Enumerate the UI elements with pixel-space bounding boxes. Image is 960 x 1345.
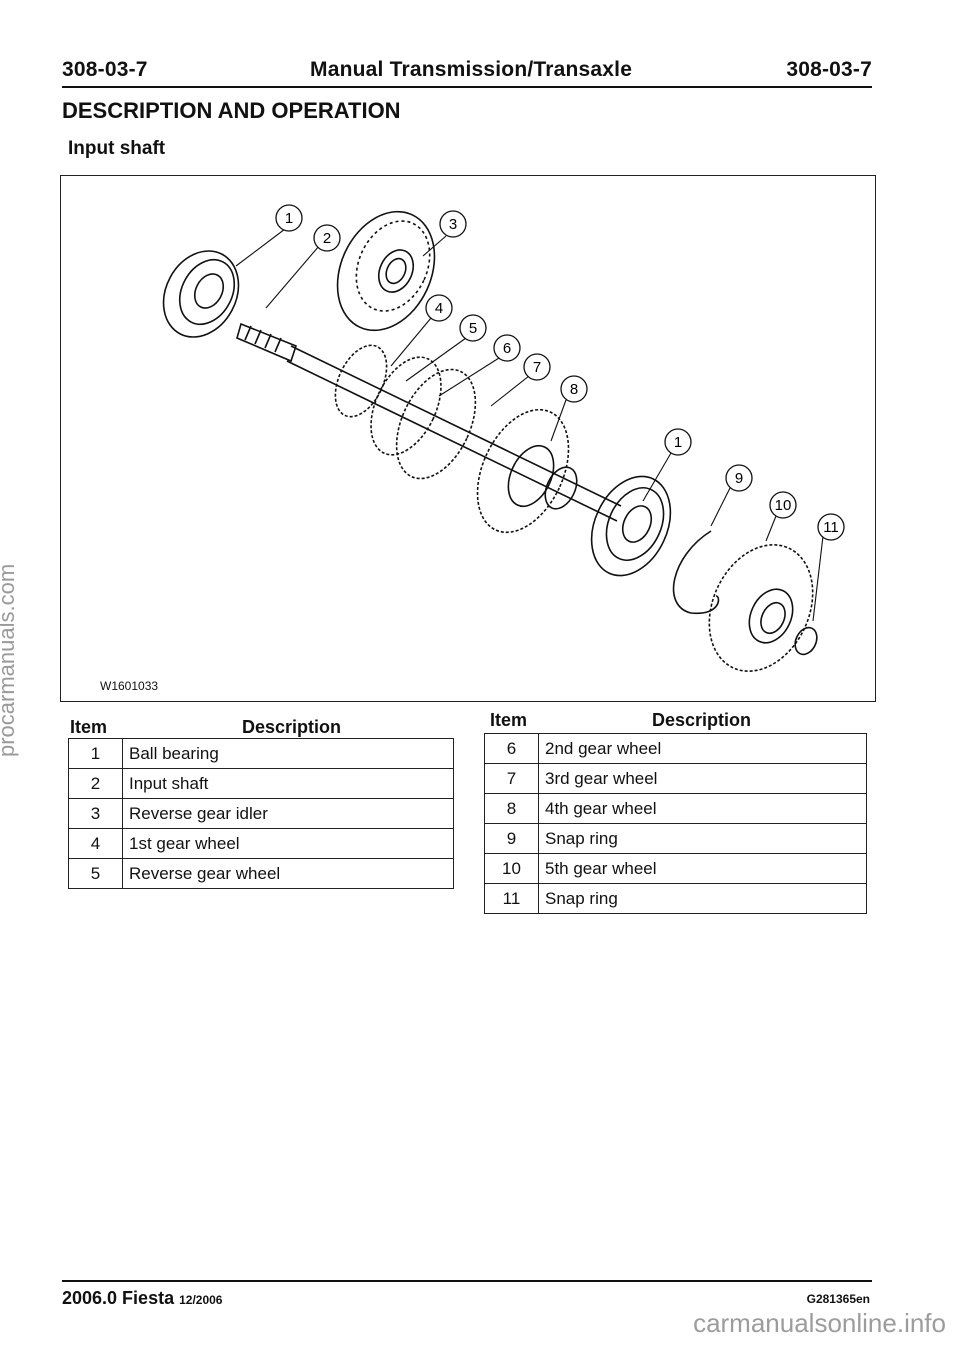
callout-6: 6 xyxy=(493,334,521,362)
callout-4: 4 xyxy=(425,294,453,322)
item-number: 8 xyxy=(484,793,539,824)
callout-9: 9 xyxy=(725,464,753,492)
callout-7: 7 xyxy=(523,353,551,381)
bottom-watermark: carmanualsonline.info xyxy=(693,1308,946,1338)
item-description: Input shaft xyxy=(122,768,454,799)
svg-text:2: 2 xyxy=(323,230,331,247)
reverse-gear-idler-icon xyxy=(336,210,436,332)
svg-text:5: 5 xyxy=(469,320,477,337)
header-rule xyxy=(62,86,872,88)
item-description: 2nd gear wheel xyxy=(538,733,867,764)
footer-model-name: 2006.0 Fiesta xyxy=(62,1288,175,1308)
item-description: Reverse gear wheel xyxy=(122,858,454,889)
item-number: 4 xyxy=(68,828,123,859)
right-item-header: Item xyxy=(490,710,528,730)
snap-ring-9-icon xyxy=(672,530,720,614)
item-number: 11 xyxy=(484,883,539,914)
page-number-right: 308-03-7 xyxy=(786,58,872,81)
item-number: 5 xyxy=(68,858,123,889)
subsection-title: Input shaft xyxy=(68,138,166,159)
item-description: Snap ring xyxy=(538,823,867,854)
svg-text:8: 8 xyxy=(570,381,578,398)
section-title: DESCRIPTION AND OPERATION xyxy=(62,98,401,123)
input-shaft-illustration: 1 2 3 4 5 6 7 8 1 9 10 11 xyxy=(162,204,845,672)
svg-text:1: 1 xyxy=(285,210,293,227)
chapter-title: Manual Transmission/Transaxle xyxy=(310,58,633,81)
callout-1b: 1 xyxy=(664,428,692,456)
callout-3: 3 xyxy=(439,210,467,238)
ball-bearing-left-icon xyxy=(162,250,240,338)
svg-text:6: 6 xyxy=(503,340,511,357)
footer-model: 2006.0 Fiesta 12/2006 xyxy=(62,1288,222,1309)
left-item-header: Item xyxy=(70,717,108,737)
item-description: 3rd gear wheel xyxy=(538,763,867,794)
snap-ring-11-icon xyxy=(794,626,818,656)
callout-labels: 1 2 3 4 5 6 7 8 1 9 10 11 xyxy=(275,204,845,541)
item-number: 3 xyxy=(68,798,123,829)
callout-8: 8 xyxy=(560,375,588,403)
svg-text:1: 1 xyxy=(674,434,682,451)
callout-5: 5 xyxy=(459,314,487,342)
item-number: 9 xyxy=(484,823,539,854)
callout-1a: 1 xyxy=(275,204,303,232)
callout-10: 10 xyxy=(769,491,797,519)
item-description: 1st gear wheel xyxy=(122,828,454,859)
footer-doc-code: G281365en xyxy=(806,1292,870,1306)
item-description: Snap ring xyxy=(538,883,867,914)
gear-cluster-icon xyxy=(334,344,578,534)
item-number: 1 xyxy=(68,738,123,769)
item-number: 6 xyxy=(484,733,539,764)
footer-date: 12/2006 xyxy=(179,1293,223,1307)
item-number: 7 xyxy=(484,763,539,794)
svg-text:10: 10 xyxy=(775,497,792,514)
item-description: Ball bearing xyxy=(122,738,454,769)
svg-text:11: 11 xyxy=(823,519,839,536)
input-shaft-icon xyxy=(236,322,622,522)
fifth-gear-wheel-icon xyxy=(708,544,814,672)
side-watermark: procarmanuals.com xyxy=(0,563,19,757)
exploded-view-figure: 1 2 3 4 5 6 7 8 1 9 10 11 xyxy=(60,175,876,702)
callout-2: 2 xyxy=(313,224,341,252)
left-description-header: Description xyxy=(242,717,342,737)
figure-code: W1601033 xyxy=(100,679,159,693)
item-description: 5th gear wheel xyxy=(538,853,867,884)
ball-bearing-right-icon xyxy=(590,475,672,577)
svg-text:7: 7 xyxy=(533,359,541,376)
item-number: 10 xyxy=(484,853,539,884)
page-number-left: 308-03-7 xyxy=(62,58,148,81)
right-description-header: Description xyxy=(652,710,752,730)
svg-text:9: 9 xyxy=(735,470,743,487)
svg-text:4: 4 xyxy=(435,300,443,317)
callout-11: 11 xyxy=(817,513,845,541)
footer-rule xyxy=(62,1280,872,1282)
item-number: 2 xyxy=(68,768,123,799)
svg-text:3: 3 xyxy=(449,216,457,233)
item-description: Reverse gear idler xyxy=(122,798,454,829)
item-description: 4th gear wheel xyxy=(538,793,867,824)
